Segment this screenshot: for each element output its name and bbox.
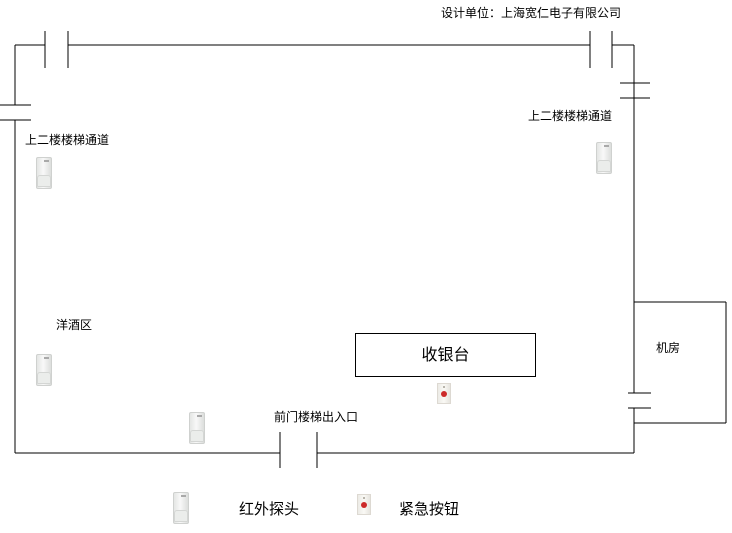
area-label-wine: 洋酒区 <box>56 318 93 332</box>
designer-credit: 设计单位：上海宽仁电子有限公司 <box>441 6 622 20</box>
pir-sensor-icon <box>594 141 614 175</box>
area-label-stair-left: 上二楼楼梯通道 <box>25 133 110 147</box>
area-label-machine-room: 机房 <box>656 341 681 355</box>
cashier-counter: 收银台 <box>355 333 536 377</box>
area-label-front-entrance: 前门楼梯出入口 <box>274 410 359 424</box>
legend-label-panic: 紧急按钮 <box>399 500 460 518</box>
pir-sensor-icon <box>187 411 207 445</box>
cashier-label: 收银台 <box>421 345 470 364</box>
pir-sensor-icon <box>171 491 191 525</box>
pir-sensor-icon <box>34 156 54 190</box>
legend-label-pir: 红外探头 <box>239 500 300 518</box>
area-label-stair-right: 上二楼楼梯通道 <box>528 109 613 123</box>
pir-sensor-icon <box>34 353 54 387</box>
panic-button-icon <box>357 494 371 515</box>
panic-button-icon <box>437 383 451 404</box>
